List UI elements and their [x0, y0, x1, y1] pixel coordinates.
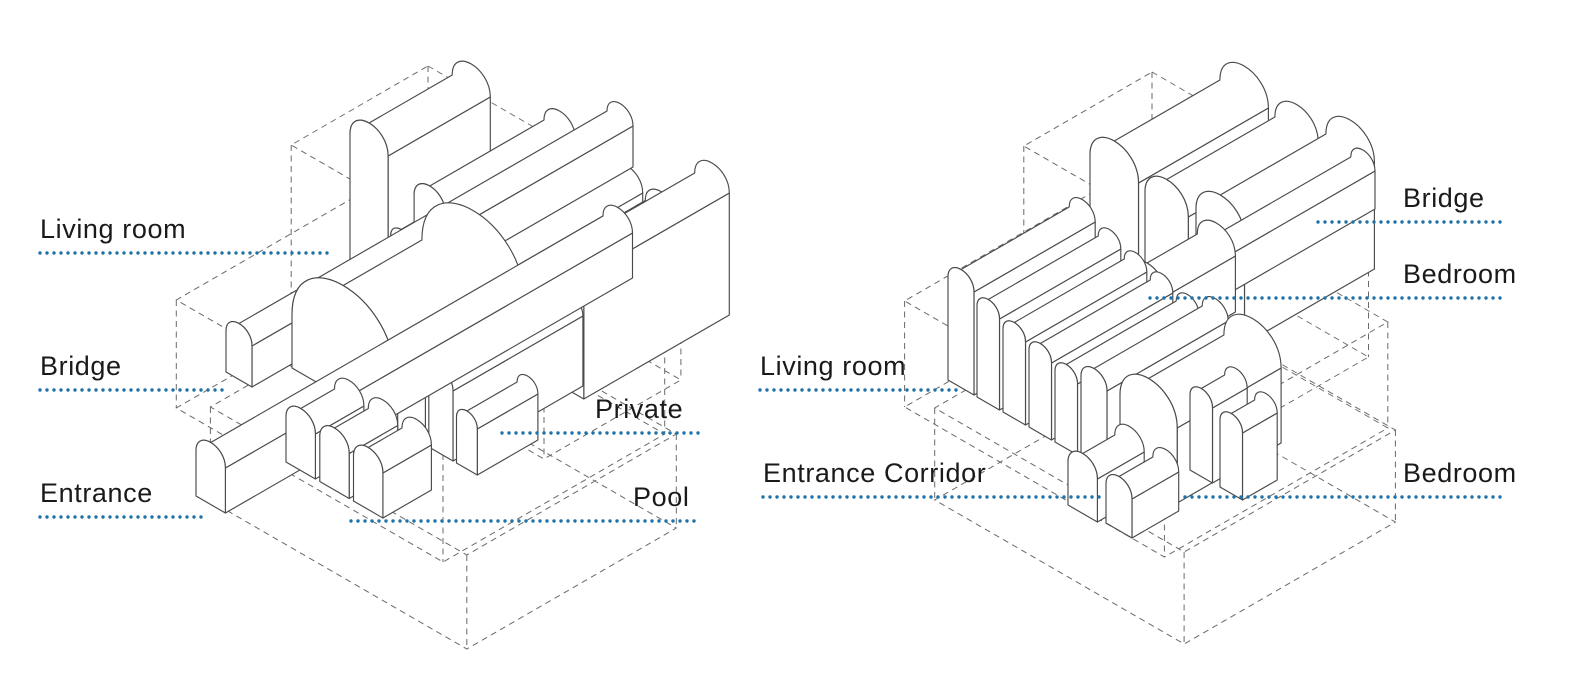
vault-front-face	[352, 444, 384, 519]
vault-front-face	[947, 266, 975, 396]
vault-front-face	[285, 405, 316, 480]
vault-front-face	[195, 439, 226, 514]
label-living-room-right: Living room	[760, 351, 906, 381]
vault-front-face	[1067, 450, 1098, 523]
label-pool-left: Pool	[633, 482, 689, 512]
vault-front-face	[1002, 320, 1027, 426]
label-bridge-right: Bridge	[1403, 183, 1485, 213]
vault-front-face	[1028, 341, 1053, 441]
leader-lines	[38, 220, 1508, 523]
vault-front-face	[225, 320, 253, 388]
label-bridge-left: Bridge	[40, 351, 122, 381]
labels: Living room Bridge Entrance Private Pool…	[40, 183, 1517, 512]
label-bedroom-lower-right: Bedroom	[1403, 458, 1517, 488]
label-entrance-corridor-right: Entrance Corridor	[763, 458, 986, 488]
vault-front-face	[1105, 473, 1133, 539]
left-axon-scene	[175, 60, 730, 650]
vault-front-face	[1189, 386, 1214, 484]
vault-front-face	[1219, 411, 1244, 501]
label-private-left: Private	[595, 394, 683, 424]
vault-front-face	[1054, 362, 1079, 456]
label-bedroom-upper-right: Bedroom	[1403, 259, 1517, 289]
right-axon-scene	[903, 61, 1397, 645]
vault-front-face	[455, 408, 478, 476]
label-living-room-left: Living room	[40, 214, 186, 244]
label-entrance-left: Entrance	[40, 478, 153, 508]
vault-front-face	[976, 297, 1001, 411]
vault-front-face	[319, 425, 350, 500]
